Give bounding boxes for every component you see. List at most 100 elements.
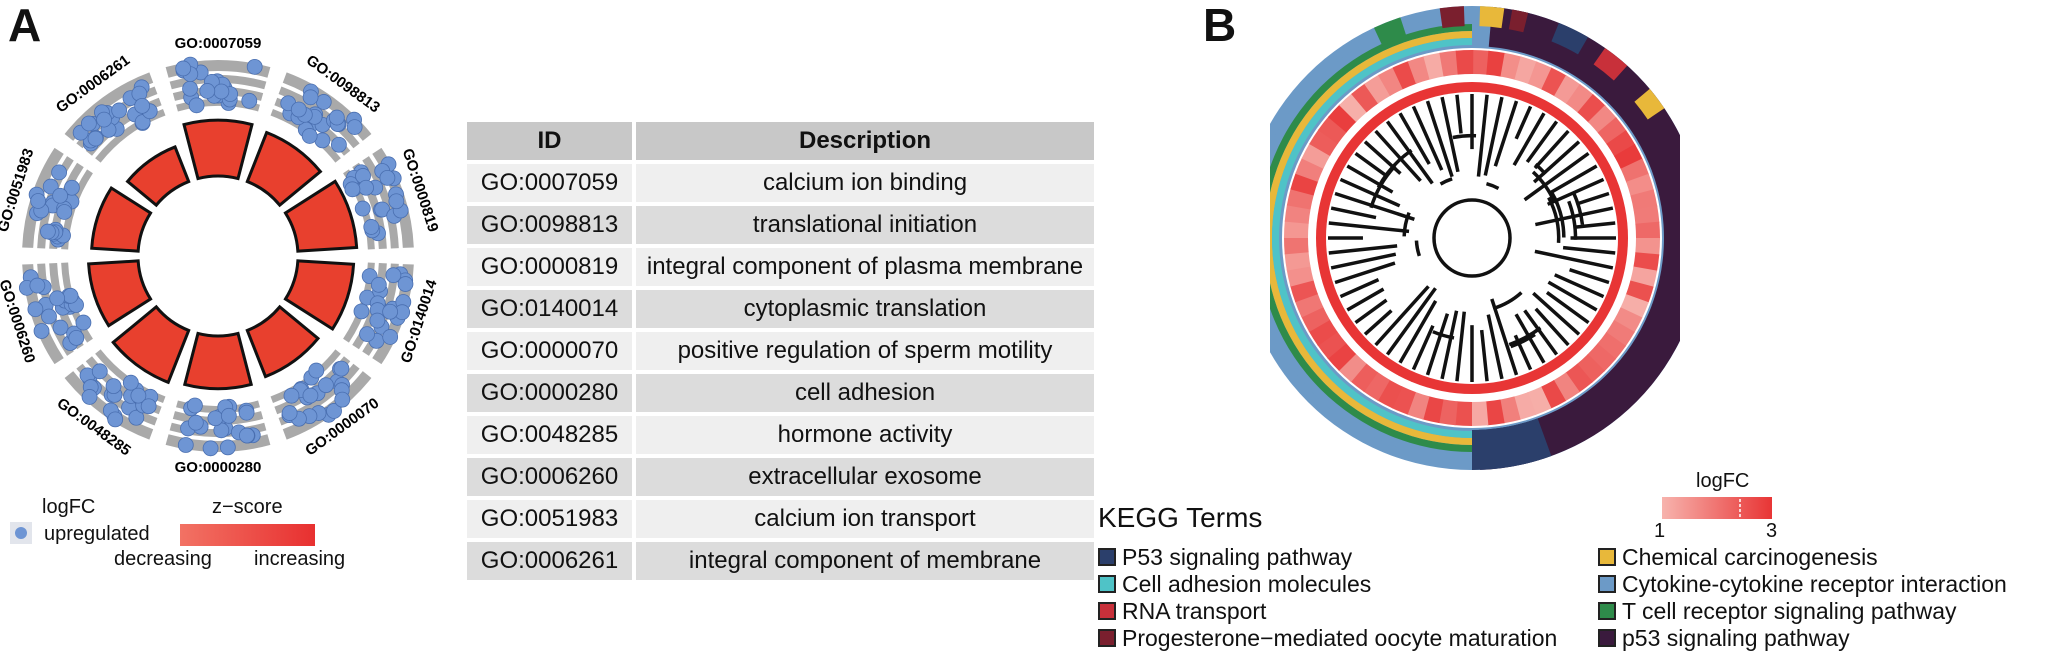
go-gene-point [241, 92, 258, 109]
table-cell-id: GO:0007059 [467, 164, 632, 202]
heat-cell [1528, 61, 1553, 90]
tree-branch [1425, 100, 1454, 178]
tree-arc [1492, 291, 1523, 311]
heat-cell [1438, 399, 1458, 426]
tree-branch [1411, 325, 1435, 371]
heat-cell [1565, 363, 1593, 393]
tree-branch [1486, 314, 1504, 380]
table-header-description: Description [636, 122, 1094, 160]
kegg-logfc-min: 1 [1654, 520, 1666, 542]
tree-branch [1455, 311, 1467, 382]
go-gene-point [188, 97, 205, 114]
go-gene-point [56, 204, 73, 220]
go-gene-point [134, 97, 151, 114]
go-gene-point [64, 179, 80, 196]
heat-cell [1485, 399, 1505, 426]
go-sector-band [362, 156, 399, 249]
go-gene-point [379, 169, 396, 186]
logfc-heat-ring [1284, 50, 1660, 426]
tree-branch [1339, 278, 1380, 299]
heat-cell [1625, 280, 1654, 304]
go-gene-point [91, 363, 108, 380]
table-cell-sep [632, 248, 636, 286]
heat-cell [1284, 220, 1309, 238]
heat-cell [1486, 50, 1506, 77]
go-gene-point [328, 109, 345, 126]
go-gene-point [334, 391, 351, 408]
table-cell-sep [632, 290, 636, 328]
go-gene-point [302, 387, 319, 404]
kegg-logfc-gradient [1662, 497, 1772, 519]
table-cell-sep [632, 458, 636, 496]
zscore-bar [87, 259, 153, 328]
legend-increasing-label: increasing [254, 548, 346, 570]
tree-arc [1531, 170, 1556, 203]
tree-branch [1493, 100, 1519, 167]
kegg-legend-swatch [1598, 574, 1616, 593]
zscore-bar [245, 130, 323, 208]
tree-branch [1354, 151, 1387, 177]
heat-cell [1339, 93, 1368, 123]
heat-cell [1587, 105, 1617, 134]
table-cell-id: GO:0006261 [467, 542, 632, 580]
zscore-bar [182, 118, 254, 181]
table-cell-description: extracellular exosome [636, 458, 1094, 496]
go-gene-point [49, 290, 66, 307]
kegg-term-block [1439, 6, 1465, 29]
tree-branch [1330, 252, 1397, 270]
go-sector-band [372, 147, 414, 248]
table-cell-id: GO:0000819 [467, 248, 632, 286]
go-gene-point [75, 314, 92, 331]
go-gene-point [238, 404, 255, 421]
heat-cell [1317, 116, 1348, 144]
tree-branch [1534, 249, 1614, 270]
kegg-logfc-max: 3 [1766, 520, 1778, 542]
heat-cell [1301, 306, 1330, 332]
kegg-logfc-title: logFC [1696, 470, 1750, 492]
zscore-gradient [180, 524, 315, 546]
upregulated-key [15, 527, 27, 539]
tree-arc [1439, 177, 1453, 186]
tree-arc [1547, 196, 1561, 243]
go-gene-point [199, 83, 216, 99]
kegg-legend-item: RNA transport [1098, 598, 1266, 625]
tree-branch [1512, 112, 1546, 166]
heat-cell [1633, 205, 1660, 225]
go-gene-point [81, 389, 98, 405]
kegg-legend-swatch [1098, 574, 1116, 593]
tree-branch [1476, 94, 1489, 177]
kegg-legend-item: Cytokine-cytokine receptor interaction [1598, 571, 2007, 598]
tree-branch [1455, 94, 1463, 134]
heat-cell [1290, 172, 1319, 196]
go-gene-point [344, 181, 361, 198]
heat-cell [1596, 332, 1627, 360]
kegg-legend-item: T cell receptor signaling pathway [1598, 598, 1957, 625]
go-gene-point [363, 219, 380, 235]
legend-zscore-title: z−score [212, 496, 283, 518]
kegg-legend-item: P53 signaling pathway [1098, 544, 1352, 571]
legend-logfc-title: logFC [42, 496, 96, 518]
heat-cell [1587, 343, 1617, 372]
table-cell-sep [632, 374, 636, 412]
tree-arc [1510, 333, 1536, 349]
go-gene-point [283, 387, 300, 404]
tree-branch [1346, 287, 1385, 312]
kegg-legend-swatch [1098, 628, 1116, 647]
table-header-sep [632, 122, 636, 160]
table-header-row: ID Description [467, 122, 1094, 160]
heat-cell [1577, 93, 1606, 123]
heat-cell [1391, 386, 1416, 415]
table-header-id: ID [467, 122, 632, 160]
kegg-legend-label: P53 signaling pathway [1122, 544, 1353, 570]
tree-branch [1554, 273, 1605, 299]
heat-cell [1378, 67, 1404, 96]
heat-cell [1630, 189, 1658, 211]
heat-cell [1513, 392, 1537, 420]
tree-branch [1374, 285, 1430, 347]
go-term-label: GO:0000280 [175, 459, 262, 476]
tree-branch [1483, 96, 1504, 176]
go-gene-point [382, 329, 399, 345]
